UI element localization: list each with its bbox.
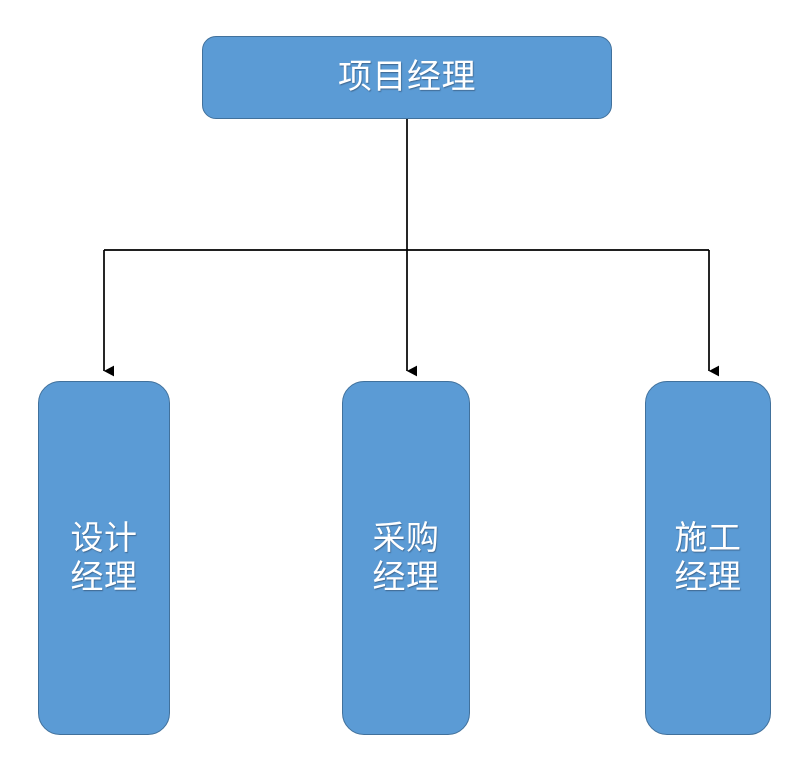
node-procurement-manager[interactable]: 采购 经理 [342,381,470,735]
node-project-manager[interactable]: 项目经理 [202,36,612,119]
node-construction-manager[interactable]: 施工 经理 [645,381,771,735]
node-design-manager[interactable]: 设计 经理 [38,381,170,735]
